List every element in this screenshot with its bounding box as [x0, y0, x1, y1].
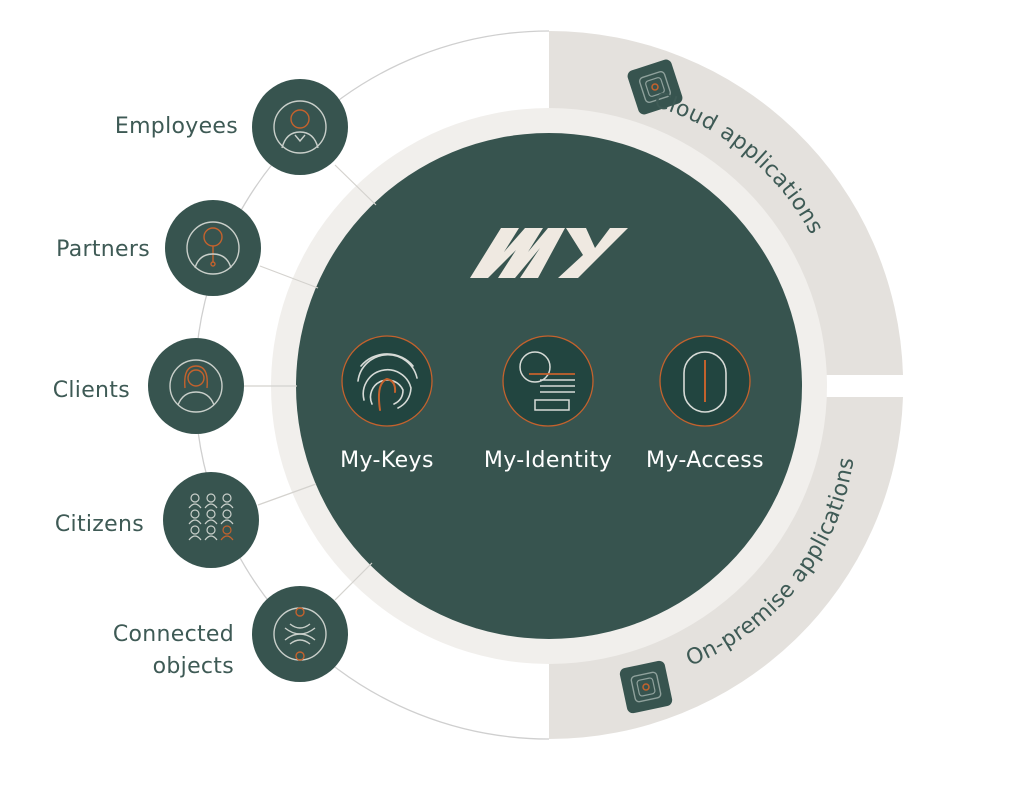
cloud-app-icon: [627, 59, 683, 115]
my-logo: [470, 228, 628, 278]
my-access-label: My-Access: [646, 448, 764, 473]
actor-connectors: [244, 164, 377, 601]
actor-citizens[interactable]: [163, 472, 259, 568]
my-keys-label: My-Keys: [340, 448, 434, 473]
on-premise-app-icon: [619, 660, 673, 714]
identity-card-icon: [519, 351, 575, 411]
product-my-access[interactable]: My-Access: [646, 335, 764, 473]
connected-objects-icon: [273, 607, 327, 661]
access-icon: [683, 351, 727, 413]
actor-clients[interactable]: [148, 338, 244, 434]
citizens-icon: [188, 493, 234, 541]
actor-partners[interactable]: [165, 200, 261, 296]
my-keys-icon-bg: [341, 335, 433, 427]
partner-icon: [186, 221, 240, 275]
partners-label: Partners: [56, 237, 150, 262]
fingerprint-icon: [357, 353, 418, 411]
client-icon: [169, 359, 223, 413]
actor-employees[interactable]: [252, 79, 348, 175]
product-my-keys[interactable]: My-Keys: [340, 335, 434, 473]
connected-objects-label: Connected objects: [113, 619, 234, 683]
actor-connected-objects[interactable]: [252, 586, 348, 682]
my-identity-icon-bg: [502, 335, 594, 427]
product-my-identity[interactable]: My-Identity: [484, 335, 612, 473]
connected-objects-label-line2: objects: [152, 654, 234, 679]
employee-icon: [273, 100, 327, 154]
my-identity-label: My-Identity: [484, 448, 612, 473]
employees-label: Employees: [114, 114, 238, 139]
citizens-label: Citizens: [54, 512, 144, 537]
connected-objects-label-line1: Connected: [112, 622, 234, 647]
clients-label: Clients: [52, 378, 130, 403]
